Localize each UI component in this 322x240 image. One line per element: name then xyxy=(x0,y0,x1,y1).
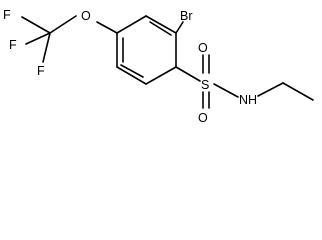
bond-ring-br xyxy=(175,21,184,34)
bond-c-f3 xyxy=(42,32,51,63)
atom-label-o-ether: O xyxy=(81,9,91,23)
sulfonyl-double-bond-top xyxy=(202,54,210,74)
atom-label-f2: F xyxy=(9,38,17,52)
structure-diagram: Br O F F F S O O N H xyxy=(3,8,314,125)
atom-label-br: Br xyxy=(180,9,193,23)
benzene-ring xyxy=(116,15,177,85)
bond-n-ch2 xyxy=(257,82,284,97)
sulfonyl-double-bond-bottom xyxy=(202,91,210,109)
bond-s-n xyxy=(213,83,239,98)
atom-label-f3: F xyxy=(37,64,45,78)
atom-label-o-sulfonyl-top: O xyxy=(198,41,208,55)
atom-label-h: H xyxy=(248,93,257,107)
bond-o-cf3 xyxy=(49,15,77,34)
bond-c-f1 xyxy=(21,16,51,34)
bond-ch2-ch3 xyxy=(282,82,314,101)
bond-ring-s xyxy=(175,66,201,82)
atom-label-s: S xyxy=(201,78,209,92)
bond-c-f2 xyxy=(25,32,51,45)
bond-ring-o xyxy=(96,21,118,34)
atom-label-o-sulfonyl-bottom: O xyxy=(198,111,208,125)
atom-label-n: N xyxy=(239,93,248,107)
atom-label-f1: F xyxy=(3,8,11,22)
